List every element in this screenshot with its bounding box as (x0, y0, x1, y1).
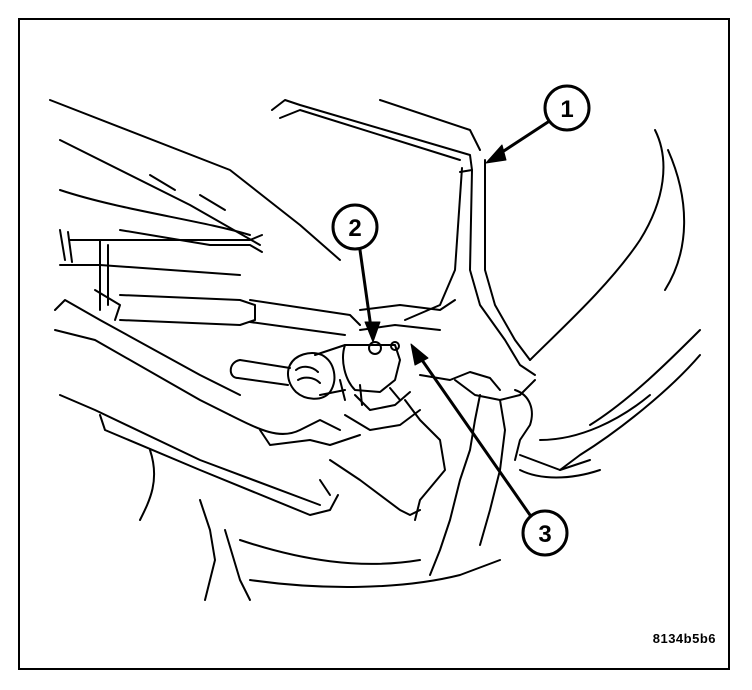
callout-3-label: 3 (538, 521, 551, 548)
callout-3: 3 (410, 343, 569, 557)
callout-2: 2 (331, 203, 381, 343)
lower-panel (54, 299, 536, 601)
callout-1: 1 (485, 84, 591, 164)
callout-1-label: 1 (560, 96, 573, 123)
callout-2-label: 2 (348, 215, 361, 242)
figure-code: 8134b5b6 (652, 631, 716, 646)
hood-panel (49, 99, 341, 261)
cowl-seal-frame (271, 99, 701, 479)
support-rod (59, 229, 361, 336)
